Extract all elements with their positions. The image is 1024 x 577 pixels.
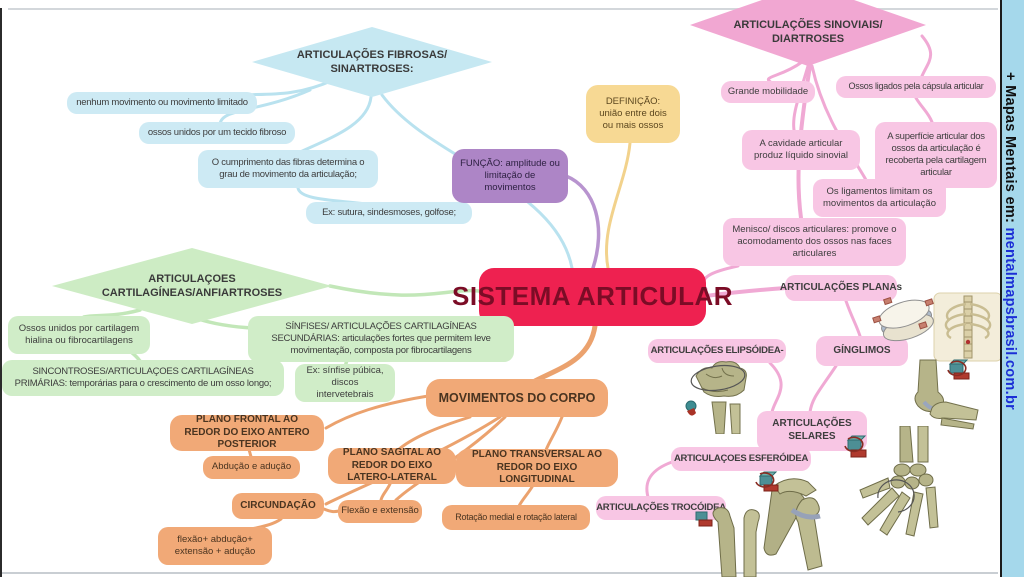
movement-item-sagittal-plane: PLANO SAGITAL AO REDOR DO EIXO LATERO-LA… (328, 447, 456, 484)
hand-bones-illustration (844, 426, 939, 537)
synovial-item-capsule: Ossos ligados pela cápsula articular (836, 76, 996, 98)
definition-node: DEFINIÇÃO: união entre dois ou mais osso… (586, 85, 680, 143)
sidebar-watermark: + Mapas Mentais em: mentalmapsbrasil.com… (1000, 0, 1024, 577)
synovial-item-mobility: Grande mobilidade (721, 81, 815, 103)
fibrous-item-fibrous-tissue: ossos unidos por um tecido fibroso (139, 122, 295, 144)
watermark-link[interactable]: mentalmapsbrasil.com.br (1002, 227, 1018, 411)
fibrous-item-fiber-length: O cumprimento das fibras determina o gra… (198, 150, 378, 188)
movements-node: MOVIMENTOS DO CORPO (426, 379, 608, 417)
movement-item-transverse-plane: PLANO TRANSVERSAL AO REDOR DO EIXO LONGI… (456, 449, 618, 487)
femur-bones-illustration (695, 507, 760, 577)
synovial-item-meniscus: Menisco/ discos articulares: promove o a… (723, 218, 906, 266)
movement-item-frontal-plane: PLANO FRONTAL AO REDOR DO EIXO ANTERO PO… (170, 414, 324, 451)
movement-item-circumduction: CIRCUNDAÇÃO (232, 493, 324, 519)
movement-item-abduction: Abdução e adução (203, 456, 300, 479)
cartilaginous-item-examples: Ex: sínfise púbica, discos intervetebrai… (295, 364, 395, 402)
shoulder-joint-illustration (755, 471, 823, 571)
cartilaginous-item-hyaline: Ossos unidos por cartilagem hialina ou f… (8, 316, 150, 354)
synovial-item-surface: A superfície articular dos ossos da arti… (875, 122, 997, 188)
ribcage-illustration (933, 292, 1003, 362)
joint-type-spheroid: ARTICULAÇOES ESFERÓIDEA (671, 447, 811, 471)
synovial-item-cavity: A cavidade articular produz líquido sino… (742, 130, 860, 170)
watermark-text: + Mapas Mentais em: mentalmapsbrasil.com… (1002, 0, 1020, 410)
elbow-joint-illustration (914, 359, 979, 430)
frame-top-line (8, 8, 998, 10)
movement-item-flexion: Flexão e extensão (338, 500, 422, 523)
synovial-item-ligaments: Os ligamentos limitam os movimentos da a… (813, 179, 946, 217)
watermark-prefix: + Mapas Mentais em: (1002, 72, 1018, 228)
cartilaginous-item-synchondroses: SINCONTROSES/ARTICULAÇOES CARTILAGÍNEAS … (2, 360, 284, 396)
frame-left-line (0, 8, 2, 577)
joint-type-plane: ARTICULAÇÕES PLANAs (780, 275, 902, 301)
articular-disc-illustration (872, 296, 934, 342)
movement-item-circumduction-sum: flexão+ abdução+ extensão + adução (158, 527, 272, 565)
frame-bottom-line (2, 572, 998, 574)
movement-item-rotation: Rotação medial e rotação lateral (442, 505, 590, 530)
fibrous-item-no-movement: nenhum movimento ou movimento limitado (67, 92, 257, 114)
cartilaginous-item-symphyses: SÍNFISES/ ARTICULAÇÕES CARTILAGÍNEAS SEC… (248, 316, 514, 362)
central-topic: SISTEMA ARTICULAR (452, 268, 733, 326)
carpal-bones-illustration (685, 361, 747, 434)
joint-type-ginglymus: GÍNGLIMOS (816, 336, 908, 366)
joint-type-ellipsoid: ARTICULAÇÕES ELIPSÓIDEA- (648, 339, 786, 363)
fibrous-item-examples: Ex: sutura, sindesmoses, golfose; (306, 202, 472, 224)
function-node: FUNÇÃO: amplitude ou limitação de movime… (452, 149, 568, 203)
